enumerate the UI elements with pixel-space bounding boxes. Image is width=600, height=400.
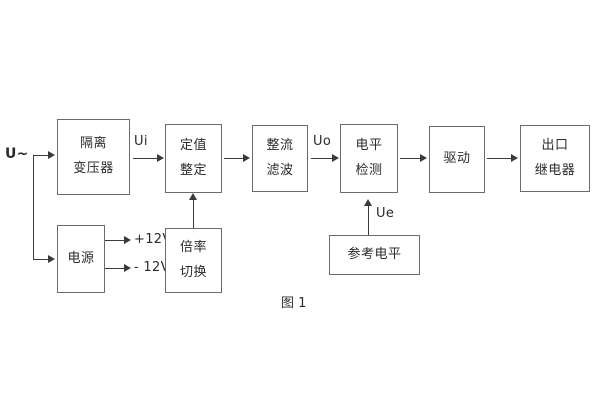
uo-connector-line xyxy=(311,158,334,159)
ue-connector-line xyxy=(368,205,369,235)
multiplier-to-setting-arrow-icon xyxy=(189,193,197,200)
block-isolation-transformer[interactable]: 隔离 变压器 xyxy=(57,119,130,195)
ui-connector-line xyxy=(133,158,158,159)
block-output-relay-line-2: 继电器 xyxy=(534,162,576,178)
input-branch-top-line xyxy=(33,155,50,156)
block-multiplier-switch-line-2: 切换 xyxy=(179,264,207,280)
block-output-relay-line-1: 出口 xyxy=(541,137,569,153)
block-setting-value-line-1: 定值 xyxy=(179,137,207,153)
setting-to-rectify-line xyxy=(224,158,244,159)
block-output-relay[interactable]: 出口 继电器 xyxy=(520,125,590,192)
pos-12v-label: +12V xyxy=(134,232,172,247)
figure-caption: 图 1 xyxy=(281,296,307,311)
input-branch-bottom-line xyxy=(33,259,50,260)
block-level-detect-line-2: 检测 xyxy=(355,162,383,178)
block-setting-value-line-2: 整定 xyxy=(179,162,207,178)
input-bus-vertical-line xyxy=(33,155,34,259)
block-multiplier-switch[interactable]: 倍率 切换 xyxy=(165,228,222,293)
input-voltage-label: U~ xyxy=(5,146,29,162)
drive-to-relay-line xyxy=(487,158,512,159)
block-reference-level[interactable]: 参考电平 xyxy=(329,235,420,275)
block-setting-value[interactable]: 定值 整定 xyxy=(165,124,222,193)
setting-to-rectify-arrow-icon xyxy=(243,154,250,162)
ue-connector-arrow-icon xyxy=(364,199,372,206)
block-isolation-transformer-line-2: 变压器 xyxy=(73,161,114,176)
level-to-drive-arrow-icon xyxy=(420,154,427,162)
neg-12v-label: - 12V xyxy=(134,260,170,275)
ui-signal-label: Ui xyxy=(134,134,148,149)
block-rectify-filter-line-1: 整流 xyxy=(266,137,294,153)
block-power-supply[interactable]: 电源 xyxy=(57,225,105,293)
input-branch-bottom-arrow-icon xyxy=(48,255,55,263)
ui-connector-arrow-icon xyxy=(157,154,164,162)
input-branch-top-arrow-icon xyxy=(48,151,55,159)
block-rectify-filter[interactable]: 整流 滤波 xyxy=(252,125,308,192)
block-drive[interactable]: 驱动 xyxy=(429,126,485,193)
level-to-drive-line xyxy=(400,158,421,159)
block-multiplier-switch-line-1: 倍率 xyxy=(179,239,207,255)
power-output-neg12v-line xyxy=(105,268,125,269)
power-output-pos12v-arrow-icon xyxy=(124,236,131,244)
block-isolation-transformer-line-1: 隔离 xyxy=(79,136,107,152)
block-level-detect-line-1: 电平 xyxy=(355,137,383,153)
ue-signal-label: Ue xyxy=(376,206,395,221)
block-rectify-filter-line-2: 滤波 xyxy=(266,162,294,178)
power-output-neg12v-arrow-icon xyxy=(124,264,131,272)
uo-connector-arrow-icon xyxy=(332,154,339,162)
block-reference-level-line-1: 参考电平 xyxy=(347,246,402,262)
power-output-pos12v-line xyxy=(105,240,125,241)
block-level-detect[interactable]: 电平 检测 xyxy=(340,124,398,193)
uo-signal-label: Uo xyxy=(313,134,332,149)
drive-to-relay-arrow-icon xyxy=(511,154,518,162)
block-power-supply-line-1: 电源 xyxy=(67,250,95,266)
multiplier-to-setting-line xyxy=(193,199,194,228)
block-drive-line-1: 驱动 xyxy=(443,151,471,167)
